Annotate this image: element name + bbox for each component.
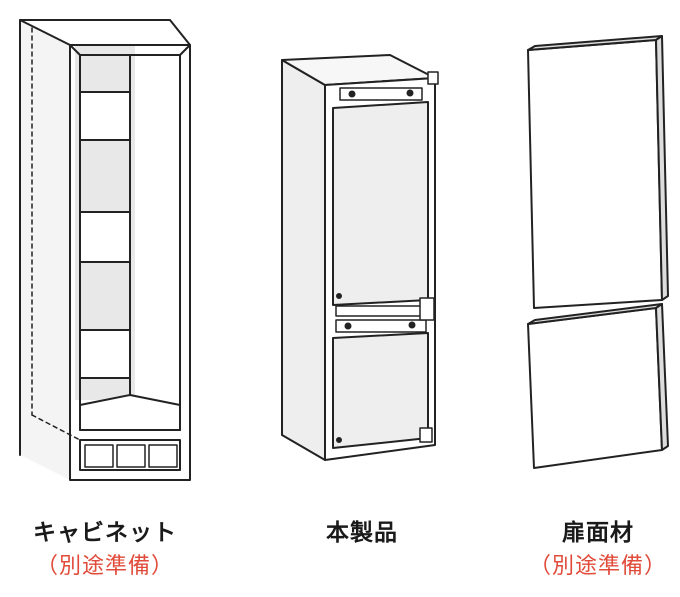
door-panels-illustration bbox=[527, 35, 669, 469]
cabinet-label: キャビネット bbox=[33, 520, 177, 546]
product-label: 本製品 bbox=[326, 520, 398, 546]
door-panel-label: 扉面材 bbox=[562, 520, 634, 546]
cabinet-note: （別途準備） bbox=[35, 554, 174, 579]
cabinet-illustration bbox=[19, 19, 191, 481]
door-panel-note: （別途準備） bbox=[528, 554, 667, 579]
refrigerator-illustration bbox=[281, 54, 439, 461]
